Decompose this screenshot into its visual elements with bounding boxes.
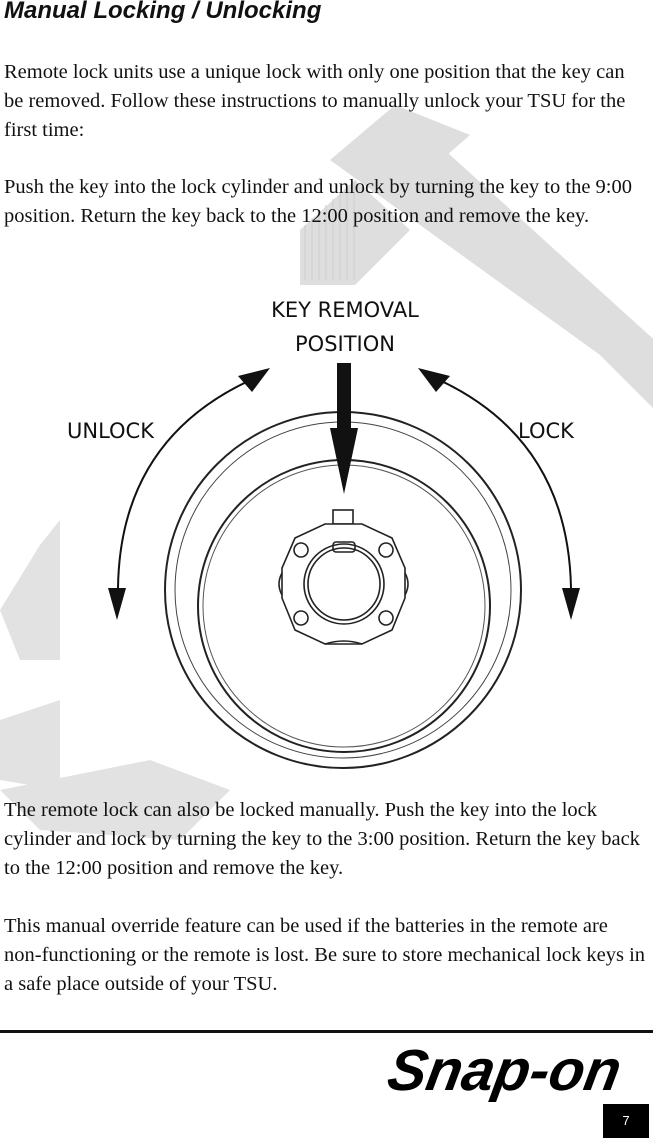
lock-arrow-up-head	[418, 368, 450, 392]
lock-cylinder	[278, 509, 409, 645]
key-removal-label-line2: POSITION	[295, 332, 395, 356]
unlock-label: UNLOCK	[67, 419, 155, 443]
footer-divider	[0, 1030, 653, 1033]
unlock-arrow-down-head	[108, 588, 126, 620]
lock-arrow-down-head	[562, 588, 580, 620]
key-removal-label-line1: KEY REMOVAL	[271, 298, 419, 322]
override-paragraph: This manual override feature can be used…	[4, 915, 646, 995]
lock-instructions: The remote lock can also be locked manua…	[4, 799, 640, 879]
unlock-arrow-up-head	[238, 368, 270, 392]
lock-label: LOCK	[518, 419, 575, 443]
intro-paragraph: Remote lock units use a unique lock with…	[4, 61, 626, 141]
page-number-badge: 7	[603, 1104, 649, 1138]
page-title: Manual Locking / Unlocking	[4, 0, 322, 24]
unlock-arc-arrow	[117, 377, 256, 589]
lock-diagram: KEY REMOVAL POSITION UNLOCK LOCK	[67, 298, 580, 769]
lock-arc-arrow	[434, 377, 572, 589]
unlock-instructions: Push the key into the lock cylinder and …	[4, 176, 632, 227]
key-removal-arrow-head	[330, 428, 358, 494]
snap-on-logo: Snap-on	[383, 1040, 626, 1102]
snap-on-logo-text: Snap-on	[383, 1040, 626, 1102]
key-removal-arrow-shaft	[337, 363, 351, 448]
